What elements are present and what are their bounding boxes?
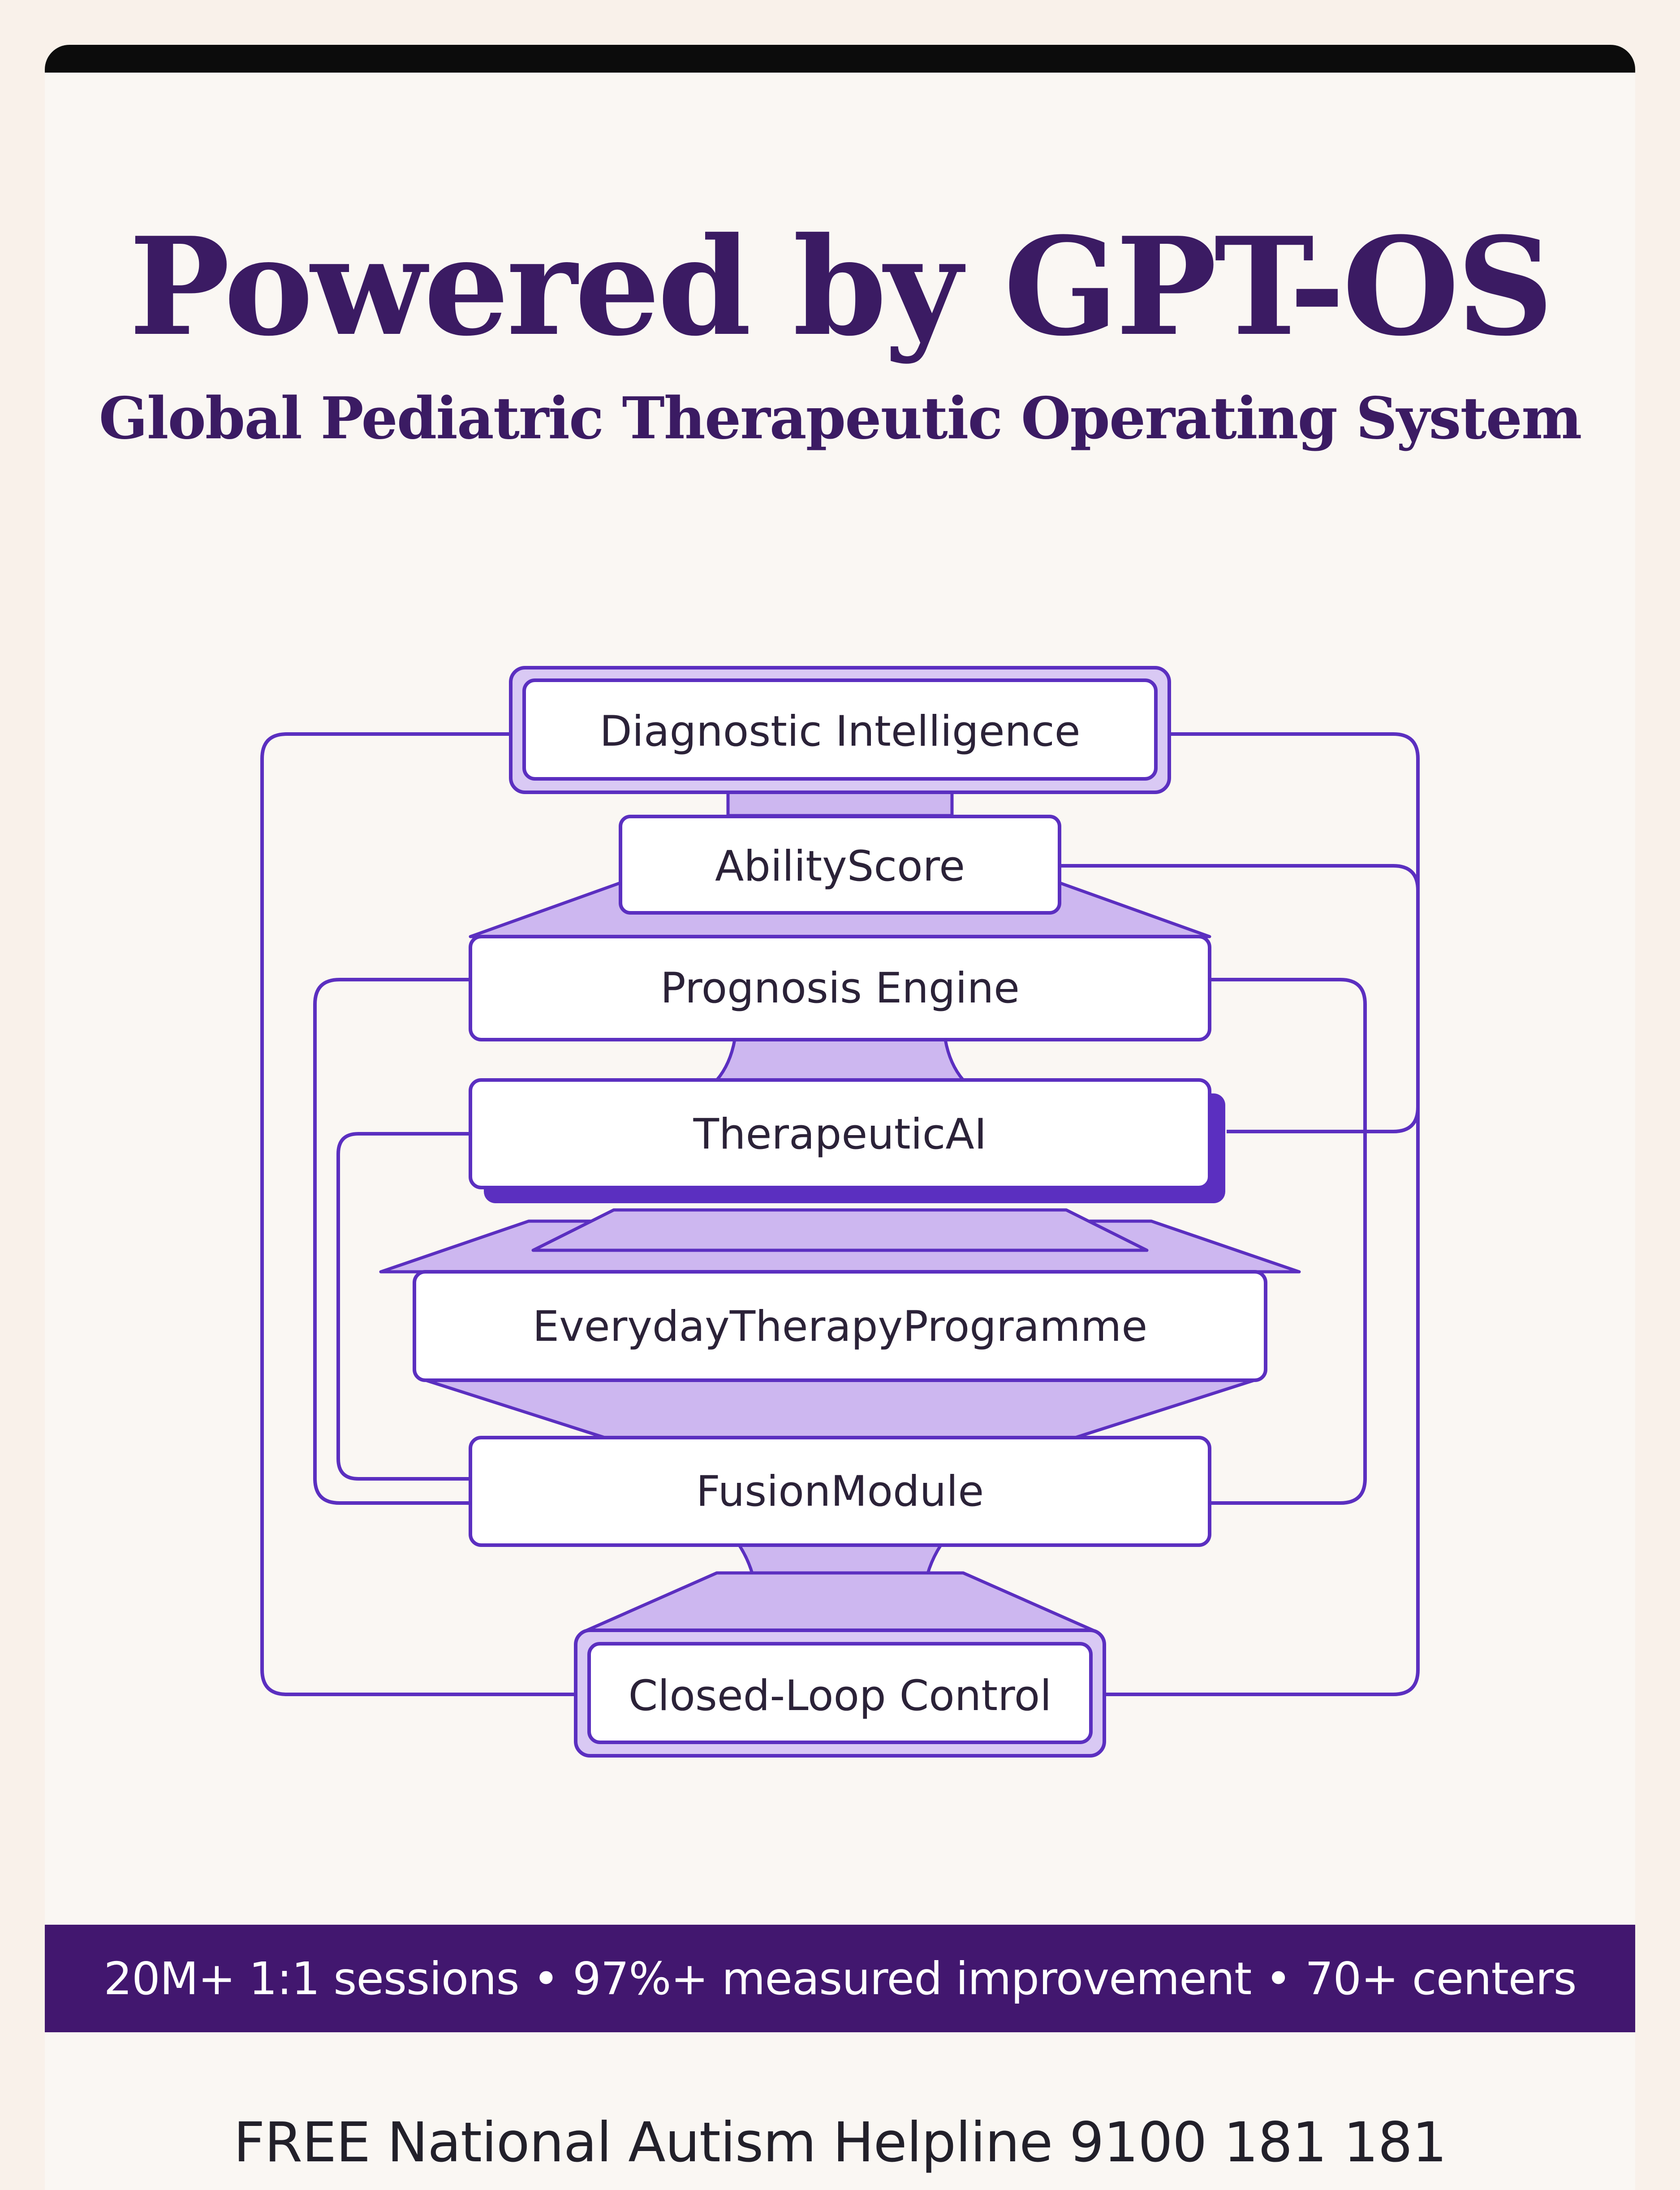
- node-prognosis: [469, 935, 1211, 1041]
- connector-prognosis-fusion-left: [313, 978, 470, 1505]
- node-fusion: [469, 1436, 1211, 1547]
- helpline-text: FREE National Autism Helpline 9100 181 1…: [233, 2111, 1447, 2174]
- top-bar: [45, 45, 1635, 73]
- poster-card: Powered by GPT-OS Global Pediatric Thera…: [45, 45, 1635, 2190]
- page-title: Powered by GPT-OS: [129, 207, 1554, 366]
- flow-vshape: [424, 1378, 1256, 1439]
- connector-ability-therapeutic: [1060, 864, 1420, 1133]
- connector-outer-right: [1104, 732, 1420, 1696]
- connector-therapeutic-fusion: [336, 1132, 470, 1481]
- node-everyday: [413, 1270, 1267, 1382]
- node-label-everyday: EverydayTherapyProgramme: [533, 1302, 1147, 1351]
- node-label-ability: AbilityScore: [715, 842, 965, 891]
- stats-band: 20M+ 1:1 sessions • 97%+ measured improv…: [45, 1925, 1635, 2032]
- node-label-prognosis: Prognosis Engine: [660, 964, 1020, 1013]
- architecture-diagram: Diagnostic Intelligence AbilityScore Pro…: [260, 666, 1420, 1758]
- node-label-closedloop: Closed-Loop Control: [629, 1672, 1052, 1720]
- stats-text: 20M+ 1:1 sessions • 97%+ measured improv…: [103, 1952, 1577, 2005]
- flow-neck-2: [715, 1038, 965, 1082]
- node-diagnostic: [522, 678, 1158, 781]
- flow-trapezoid-3: [585, 1571, 1095, 1632]
- node-label-diagnostic: Diagnostic Intelligence: [599, 707, 1080, 756]
- page-subtitle: Global Pediatric Therapeutic Operating S…: [99, 385, 1582, 452]
- connector-outer-left: [260, 732, 576, 1696]
- node-closedloop: [587, 1642, 1093, 1744]
- connector-prognosis-fusion-right: [1210, 978, 1367, 1505]
- node-label-fusion: FusionModule: [696, 1467, 984, 1516]
- node-label-therapeutic: TherapeuticAI: [693, 1110, 987, 1159]
- node-ability: [619, 815, 1061, 915]
- node-therapeutic: [469, 1078, 1211, 1189]
- flow-inner-trapezoid: [531, 1208, 1149, 1252]
